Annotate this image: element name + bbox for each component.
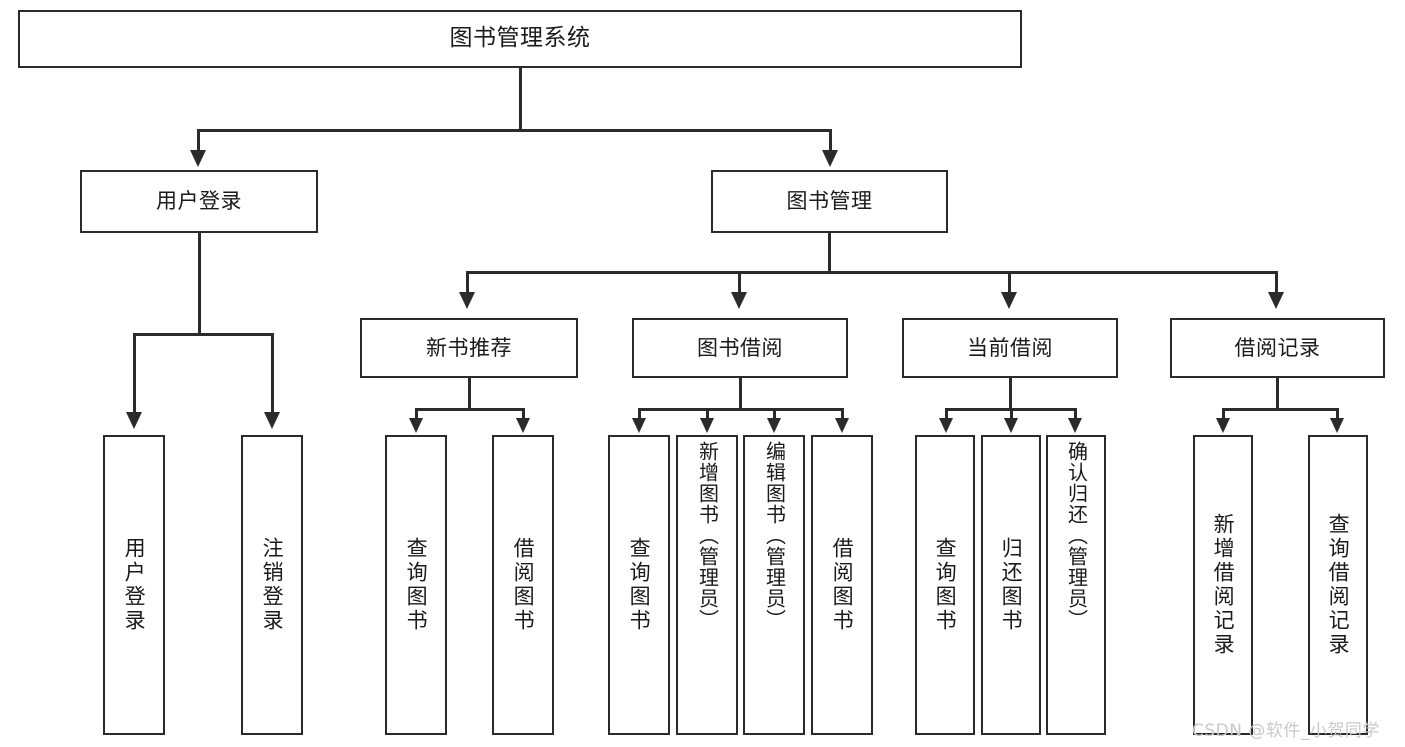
connector-borrowrecord-drop-2: [1336, 408, 1339, 420]
connector-userlogin-drop-1: [133, 333, 136, 415]
connector-bookmanage-drop-2: [738, 271, 741, 295]
connector-root-bus: [197, 129, 832, 132]
leaf-borrow-book[interactable]: 借阅图书: [811, 435, 873, 735]
connector-userlogin-stem: [198, 233, 201, 335]
arrow-to-borrow-record: [1268, 292, 1284, 309]
node-book-management[interactable]: 图书管理: [711, 170, 948, 233]
leaf-label: 用户登录: [122, 537, 147, 633]
connector-bookborrow-drop-3: [773, 408, 776, 420]
leaf-label: 查询图书: [627, 537, 652, 633]
node-label: 当前借阅: [967, 335, 1053, 360]
leaf-label: 编辑图书（管理员）: [762, 441, 787, 630]
connector-bookborrow-drop-4: [841, 408, 844, 420]
leaf-label: 借阅图书: [830, 537, 855, 633]
leaf-label: 注销登录: [260, 537, 285, 633]
connector-root-stem: [519, 68, 522, 131]
arrow-to-return-book: [1004, 418, 1018, 433]
arrow-to-edit-book: [767, 418, 781, 433]
connector-newbook-stem: [468, 378, 471, 410]
leaf-user-login[interactable]: 用户登录: [103, 435, 165, 735]
connector-bookmanage-drop-1: [466, 271, 469, 295]
connector-currentborrow-drop-1: [945, 408, 948, 420]
connector-currentborrow-stem: [1009, 378, 1012, 410]
connector-bookborrow-stem: [739, 378, 742, 410]
arrow-to-query-book-1: [409, 418, 423, 433]
leaf-return-book[interactable]: 归还图书: [981, 435, 1041, 735]
connector-bookborrow-bus: [638, 408, 844, 411]
node-label: 新书推荐: [426, 335, 512, 360]
connector-borrowrecord-bus: [1222, 408, 1339, 411]
arrow-to-current-borrow: [1001, 292, 1017, 309]
leaf-add-book-admin[interactable]: 新增图书（管理员）: [676, 435, 738, 735]
arrow-to-logout-leaf: [264, 412, 280, 429]
leaf-label: 新增借阅记录: [1211, 513, 1236, 657]
arrow-to-new-book-rec: [459, 292, 475, 309]
leaf-query-book-current[interactable]: 查询图书: [915, 435, 975, 735]
arrow-to-book-borrow: [731, 292, 747, 309]
node-book-borrow[interactable]: 图书借阅: [632, 318, 848, 378]
arrow-to-book-manage: [822, 150, 838, 167]
leaf-query-borrow-record[interactable]: 查询借阅记录: [1308, 435, 1368, 735]
arrow-to-user-login: [190, 150, 206, 167]
leaf-label: 查询图书: [933, 537, 958, 633]
connector-currentborrow-drop-3: [1074, 408, 1077, 420]
arrow-to-borrow-book-2: [835, 418, 849, 433]
arrow-to-borrow-book-1: [516, 418, 530, 433]
node-label: 图书管理: [786, 189, 873, 214]
arrow-to-add-borrow-record: [1216, 418, 1230, 433]
leaf-label: 归还图书: [999, 537, 1024, 633]
connector-newbook-drop-1: [415, 408, 418, 420]
leaf-label: 借阅图书: [511, 537, 536, 633]
connector-currentborrow-drop-2: [1010, 408, 1013, 420]
connector-bookborrow-drop-1: [638, 408, 641, 420]
leaf-add-borrow-record[interactable]: 新增借阅记录: [1193, 435, 1253, 735]
connector-bookmanage-bus: [466, 271, 1278, 274]
node-label: 借阅记录: [1234, 335, 1321, 360]
node-current-borrow[interactable]: 当前借阅: [902, 318, 1118, 378]
arrow-to-confirm-return: [1068, 418, 1082, 433]
connector-newbook-drop-2: [522, 408, 525, 420]
leaf-borrow-book-recommend[interactable]: 借阅图书: [492, 435, 554, 735]
csdn-watermark: CSDN @软件_小贺同学: [1192, 721, 1380, 741]
arrow-to-query-book-3: [939, 418, 953, 433]
node-label: 用户登录: [156, 189, 242, 214]
leaf-logout[interactable]: 注销登录: [241, 435, 303, 735]
connector-newbook-bus: [415, 408, 525, 411]
leaf-label: 查询借阅记录: [1326, 513, 1351, 657]
node-root-system[interactable]: 图书管理系统: [18, 10, 1022, 68]
arrow-to-add-book: [700, 418, 714, 433]
node-borrow-record[interactable]: 借阅记录: [1170, 318, 1385, 378]
connector-userlogin-drop-2: [271, 333, 274, 415]
leaf-query-book-recommend[interactable]: 查询图书: [385, 435, 447, 735]
node-label: 图书管理系统: [449, 25, 591, 52]
leaf-confirm-return-admin[interactable]: 确认归还（管理员）: [1046, 435, 1106, 735]
connector-userlogin-bus: [133, 333, 274, 336]
connector-borrowrecord-drop-1: [1222, 408, 1225, 420]
connector-root-drop-book: [829, 129, 832, 154]
node-user-login[interactable]: 用户登录: [80, 170, 318, 233]
connector-borrowrecord-stem: [1276, 378, 1279, 410]
connector-bookmanage-drop-4: [1275, 271, 1278, 295]
leaf-label: 查询图书: [404, 537, 429, 633]
connector-bookborrow-drop-2: [706, 408, 709, 420]
node-new-book-recommend[interactable]: 新书推荐: [360, 318, 578, 378]
arrow-to-query-book-2: [632, 418, 646, 433]
leaf-label: 新增图书（管理员）: [695, 441, 720, 630]
leaf-label: 确认归还（管理员）: [1064, 441, 1089, 630]
leaf-query-book-borrow[interactable]: 查询图书: [608, 435, 670, 735]
arrow-to-query-borrow-record: [1330, 418, 1344, 433]
leaf-edit-book-admin[interactable]: 编辑图书（管理员）: [743, 435, 805, 735]
arrow-to-user-login-leaf: [126, 412, 142, 429]
connector-root-drop-user: [197, 129, 200, 154]
node-label: 图书借阅: [697, 335, 783, 360]
connector-bookmanage-drop-3: [1008, 271, 1011, 295]
connector-bookmanage-stem: [828, 233, 831, 273]
